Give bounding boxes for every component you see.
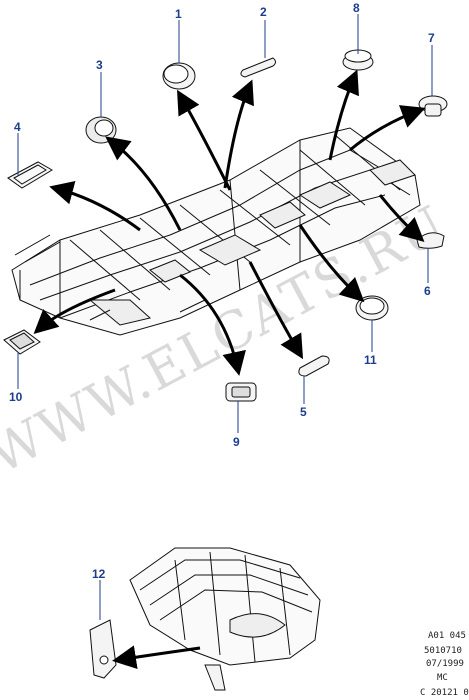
callout-12: 12 (92, 567, 106, 581)
callout-4: 4 (14, 120, 21, 134)
part-cup-plug (85, 116, 117, 144)
callout-6: 6 (424, 284, 431, 298)
part-rectangular-plug (225, 382, 257, 402)
reference-line-4: MC (437, 673, 448, 683)
part-square-pad (3, 329, 41, 355)
callout-8: 8 (353, 1, 360, 15)
part-bracket-pad (89, 619, 117, 679)
part-oval-plug (298, 355, 330, 377)
rear-floor-detail (129, 547, 321, 691)
reference-block: A01 045 5010710 07/1999 MC C 20121 01 (420, 631, 469, 698)
reference-line-3: 07/1999 (426, 659, 464, 669)
callout-10: 10 (9, 390, 23, 404)
callout-1: 1 (175, 7, 182, 21)
callout-3: 3 (96, 58, 103, 72)
callout-7: 7 (428, 31, 435, 45)
leader-lines (17, 14, 433, 620)
floor-pan-assembly (11, 127, 421, 336)
part-large-round-plug (355, 295, 389, 321)
callout-9: 9 (233, 435, 240, 449)
reference-line-5: C 20121 01 (420, 688, 469, 698)
callout-11: 11 (364, 353, 377, 367)
part-oval-grommet (240, 57, 276, 78)
reference-line-1: A01 045 (428, 631, 466, 641)
callout-5: 5 (300, 405, 307, 419)
callout-2: 2 (260, 5, 267, 19)
callout-numbers: 1 2 3 4 5 6 7 8 9 10 11 12 (9, 1, 435, 581)
part-rectangular-pad (7, 161, 53, 189)
part-mushroom-plug (418, 95, 448, 117)
reference-line-2: 5010710 (424, 646, 462, 656)
arrows-main (33, 69, 426, 376)
part-round-plug (162, 62, 196, 90)
arrow-12 (112, 645, 201, 670)
